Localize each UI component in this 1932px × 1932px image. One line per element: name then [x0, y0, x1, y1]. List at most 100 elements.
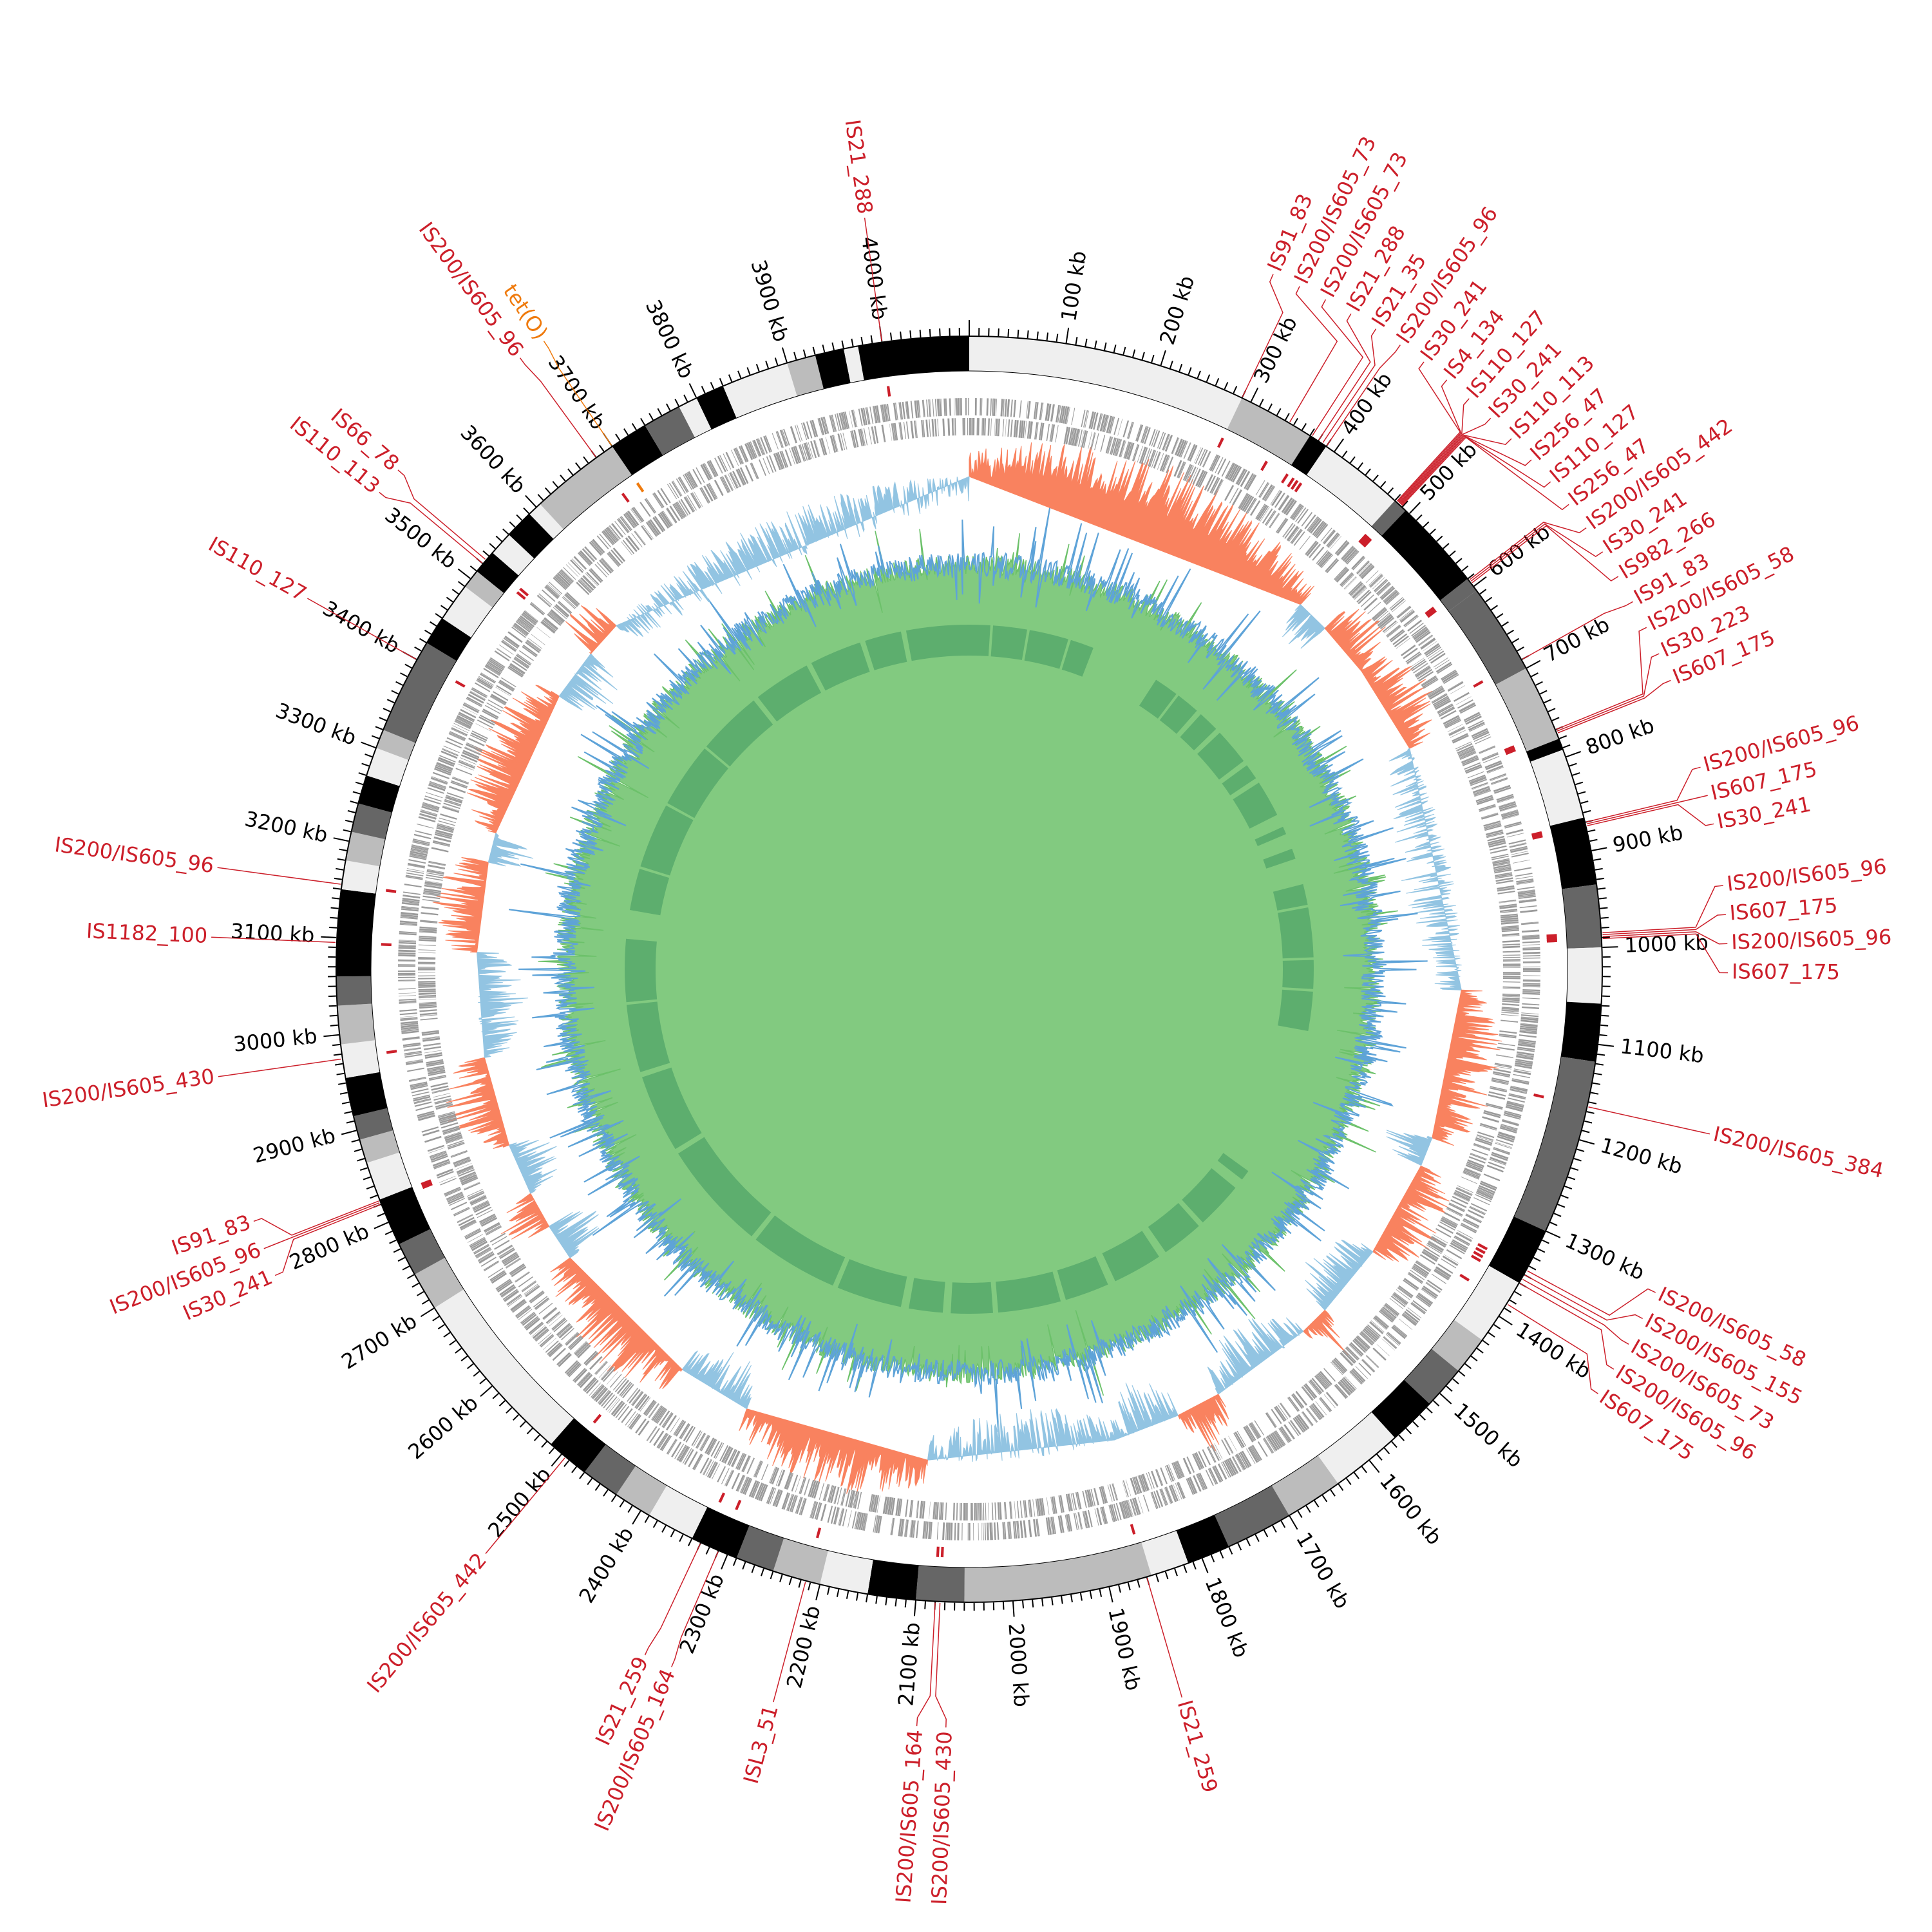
is-element-markers	[381, 386, 1557, 1558]
ideogram-band	[1371, 500, 1406, 536]
resistance-gene-marker	[636, 482, 645, 493]
ideogram-band	[1549, 817, 1597, 889]
ideogram-band	[616, 1466, 667, 1516]
ideogram-band	[477, 553, 519, 593]
label-connector	[1557, 653, 1660, 732]
is-element-marker	[1291, 480, 1299, 490]
ideogram-band	[1561, 1001, 1602, 1062]
label-connector	[1398, 398, 1470, 503]
label-connector	[1522, 1278, 1629, 1345]
tick-label: 3500 kb	[380, 502, 461, 573]
label-connector	[485, 1457, 565, 1554]
is-element-marker	[1533, 1094, 1544, 1099]
is-element-marker	[1260, 460, 1268, 471]
gc-skew-positive-segment	[501, 1193, 550, 1240]
ideogram-band	[383, 643, 457, 743]
is-element-marker	[1505, 748, 1516, 755]
is-element-marker	[421, 1179, 431, 1186]
ideogram-band	[858, 336, 969, 381]
gc-skew-positive-segment	[969, 442, 1314, 605]
label-connector	[519, 357, 596, 457]
is-element-marker	[516, 591, 526, 600]
is-element-marker	[1473, 680, 1484, 688]
ideogram-band	[916, 1565, 965, 1602]
label-connector	[1556, 627, 1647, 730]
is-element-marker	[1217, 437, 1224, 448]
is-element-marker	[816, 1528, 822, 1539]
label-connector	[1396, 361, 1461, 502]
tick-label: 100 kb	[1056, 249, 1091, 323]
is-element-marker	[1546, 939, 1557, 943]
label-connector	[1586, 766, 1701, 823]
is-element-label: IS200/IS605_430	[927, 1731, 956, 1906]
ideogram-band	[337, 1003, 375, 1045]
label-connector	[1318, 313, 1371, 440]
is-element-marker	[1130, 1524, 1136, 1535]
is-element-marker	[592, 1414, 602, 1424]
is-element-marker	[1425, 607, 1435, 616]
label-connector	[1470, 523, 1604, 582]
label-connector	[263, 1202, 380, 1249]
ideogram-band	[1141, 1530, 1189, 1576]
label-connector	[379, 491, 483, 564]
gc-skew-positive-segment	[1372, 1165, 1450, 1262]
gc-deviation-series	[508, 507, 1428, 1432]
tick-label: 3000 kb	[232, 1024, 319, 1057]
is-element-marker	[1281, 473, 1289, 484]
label-connector	[1401, 435, 1551, 506]
label-connector	[1522, 601, 1633, 660]
tick-label: 700 kb	[1540, 612, 1614, 667]
ideogram-band	[1381, 510, 1468, 601]
tick-label: 300 kb	[1249, 312, 1302, 387]
ideogram-band	[1271, 1455, 1338, 1516]
is-element-label: IS200/IS605_96	[1731, 925, 1892, 954]
tick-label: 2400 kb	[574, 1522, 638, 1607]
gc-skew-negative-segment	[508, 1139, 557, 1194]
tick-label: 2300 kb	[674, 1570, 729, 1657]
label-connector	[1401, 437, 1569, 511]
ideogram-band	[353, 1108, 393, 1140]
ideogram-band	[1495, 668, 1559, 752]
label-connector	[274, 1204, 381, 1276]
is-element-marker	[886, 386, 891, 397]
tick-label: 3900 kb	[746, 257, 793, 345]
label-connector	[773, 1582, 806, 1703]
is-element-marker	[1426, 609, 1437, 618]
ideogram-band	[399, 1229, 446, 1274]
ideogram-band	[345, 1072, 388, 1117]
ideogram-band	[1214, 1485, 1289, 1547]
is-element-label: ISL3_51	[739, 1702, 783, 1786]
ideogram-band	[1526, 739, 1563, 762]
ideogram-band	[1291, 435, 1327, 475]
label-connector	[253, 1200, 379, 1236]
ideogram-band	[736, 1526, 784, 1571]
ideogram-band	[492, 535, 535, 576]
tick-label: 200 kb	[1155, 272, 1200, 347]
tick-label: 1700 kb	[1291, 1528, 1355, 1613]
tick-label: 800 kb	[1582, 713, 1657, 760]
ideogram-inner-edge	[370, 370, 1568, 1568]
gc-content-series	[538, 529, 1398, 1396]
tick-label: 3200 kb	[243, 806, 330, 848]
ideogram-band	[551, 1418, 606, 1472]
ideogram-band	[1404, 1349, 1459, 1404]
gc-skew-negative-segment	[558, 653, 618, 711]
label-connector	[1469, 522, 1587, 580]
tick-label: 3600 kb	[455, 420, 531, 498]
ideogram-band	[366, 748, 409, 786]
ideogram-band	[1566, 947, 1602, 1004]
is-element-label: IS110_127	[204, 532, 310, 606]
ideogram-band	[351, 803, 392, 840]
is-element-marker	[1287, 477, 1295, 488]
gc-skew-positive-segment	[1432, 989, 1502, 1146]
label-connector	[1524, 1274, 1643, 1321]
label-connector	[1289, 286, 1338, 422]
ideogram-band	[867, 1559, 919, 1600]
tick-label: 2500 kb	[483, 1463, 556, 1542]
gc-skew-positive-segment	[739, 1408, 928, 1496]
tick-label: 1400 kb	[1511, 1317, 1595, 1383]
is-element-label: IS200/IS605_430	[41, 1064, 216, 1113]
tick-label: 2900 kb	[251, 1123, 338, 1168]
ideogram-band	[529, 504, 564, 539]
